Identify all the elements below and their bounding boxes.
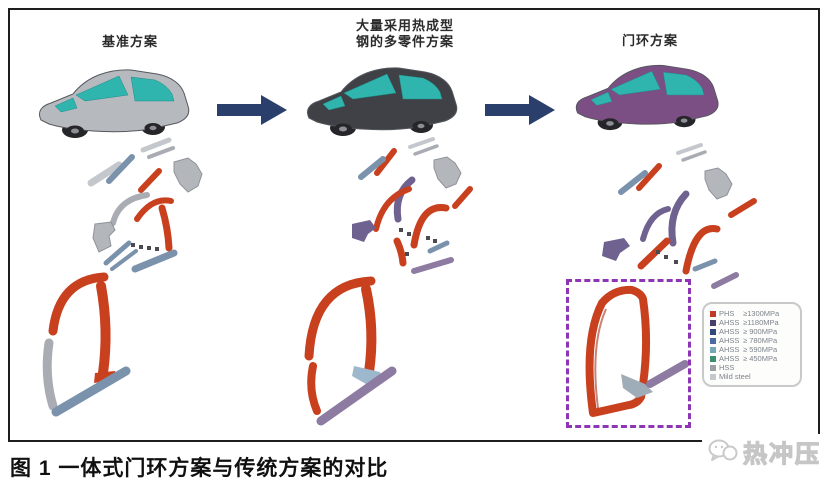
legend-material: AHSS (719, 345, 740, 354)
column-title-hotformed: 大量采用热成型 钢的多零件方案 (335, 18, 475, 50)
legend-item: AHSS ≥ 450MPa (710, 354, 796, 363)
wechat-icon (708, 439, 738, 461)
car-baseline (38, 69, 190, 139)
legend-item: HSS (710, 363, 796, 372)
legend-item: AHSS ≥1180MPa (710, 318, 796, 327)
exploded-parts-doorring (585, 143, 757, 417)
legend-item: Mild steel (710, 372, 796, 381)
column-title-baseline: 基准方案 (55, 34, 205, 50)
legend-material: HSS (719, 363, 735, 372)
car-doorring (575, 64, 719, 131)
legend-swatch (710, 319, 716, 326)
legend-grade: ≥ 780MPa (743, 336, 778, 345)
figure-caption: 图 1 一体式门环方案与传统方案的对比 (10, 457, 389, 480)
column-title-line: 大量采用热成型 (355, 18, 454, 33)
watermark-brand: 热冲压 (742, 440, 821, 468)
legend-swatch (710, 373, 716, 380)
legend-item: AHSS ≥ 780MPa (710, 336, 796, 345)
legend-material: AHSS (719, 318, 740, 327)
door-ring-highlight-box (566, 279, 691, 428)
legend-swatch (710, 337, 716, 344)
legend-item: AHSS ≥ 590MPa (710, 345, 796, 354)
arrow-step-1 (217, 95, 287, 125)
legend-swatch (710, 346, 716, 353)
legend-material: Mild steel (719, 372, 751, 381)
arrow-step-2 (485, 95, 555, 125)
legend-swatch (710, 310, 716, 317)
legend-swatch (710, 328, 716, 335)
column-title-line: 钢的多零件方案 (355, 34, 454, 49)
legend-swatch (710, 355, 716, 362)
column-title-doorring: 门环方案 (575, 33, 725, 49)
legend-item: PHS ≥1300MPa (710, 309, 796, 318)
watermark: 热冲压 (702, 434, 827, 468)
legend-grade: ≥1300MPa (743, 309, 780, 318)
legend-material: PHS (719, 309, 735, 318)
legend-material: AHSS (719, 354, 740, 363)
materials-legend: PHS ≥1300MPa AHSS ≥1180MPa AHSS ≥ 900MPa… (702, 302, 802, 387)
column-title-line: 门环方案 (621, 33, 678, 48)
legend-grade: ≥1180MPa (743, 318, 779, 327)
column-title-line: 基准方案 (101, 34, 158, 49)
legend-grade: ≥ 900MPa (743, 327, 778, 336)
legend-swatch (710, 364, 716, 371)
legend-grade: ≥ 590MPa (743, 345, 778, 354)
exploded-parts-baseline (42, 137, 203, 417)
one-piece-door-ring (585, 285, 689, 417)
exploded-parts-hotformed (304, 137, 473, 426)
legend-grade: ≥ 450MPa (743, 354, 778, 363)
legend-material: AHSS (719, 336, 740, 345)
legend-material: AHSS (719, 327, 740, 336)
legend-item: AHSS ≥ 900MPa (710, 327, 796, 336)
car-hotformed (306, 67, 458, 137)
